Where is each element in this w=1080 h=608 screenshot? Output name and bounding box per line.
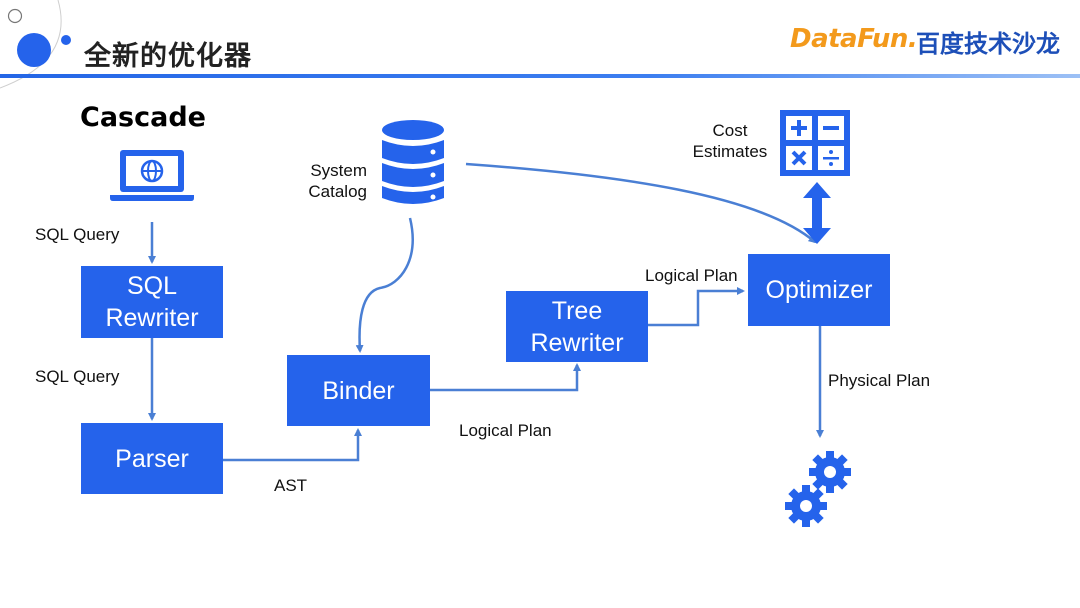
- node-binder-label: Binder: [322, 376, 395, 405]
- node-optimizer-label: Optimizer: [765, 276, 873, 304]
- label-system: System: [310, 161, 367, 180]
- node-parser-label: Parser: [115, 444, 189, 473]
- edge-binder-to-tree-rewriter: [430, 363, 581, 392]
- node-tree-rewriter-line1: Tree: [551, 296, 603, 325]
- node-sql-rewriter: SQL Rewriter: [81, 266, 223, 338]
- node-tree-rewriter-line2: Rewriter: [530, 328, 624, 357]
- label-cost-estimates: Cost Estimates: [688, 120, 772, 162]
- edge-cost-optimizer-bidirectional: [803, 182, 831, 244]
- edge-catalog-to-optimizer: [465, 162, 817, 244]
- calculator-icon: [780, 110, 850, 176]
- label-system-catalog: System Catalog: [307, 160, 367, 202]
- database-icon: [382, 120, 444, 204]
- label-sql-query-2: SQL Query: [35, 367, 120, 386]
- node-binder: Binder: [287, 355, 430, 426]
- edge-catalog-to-binder: [355, 217, 414, 353]
- edge-parser-to-binder: [223, 428, 362, 462]
- label-logical-plan-2: Logical Plan: [645, 266, 738, 285]
- decorative-ring: [7, 8, 23, 24]
- datafun-logo: DataFun.: [790, 24, 918, 54]
- decorative-arc: [0, 0, 62, 89]
- label-physical-plan: Physical Plan: [828, 371, 931, 390]
- label-logical-plan-1: Logical Plan: [459, 421, 552, 440]
- decorative-dot-large: [17, 33, 51, 67]
- label-cost: Cost: [712, 121, 748, 140]
- baidu-salon-logo: 百度技术沙龙: [916, 30, 1060, 58]
- diagram-heading: Cascade: [80, 102, 206, 133]
- node-sql-rewriter-line2: Rewriter: [105, 304, 199, 332]
- node-sql-rewriter-line1: SQL: [126, 272, 178, 300]
- edge-tree-rewriter-to-optimizer: [647, 287, 745, 327]
- page-title: 全新的优化器: [84, 41, 252, 72]
- node-parser: Parser: [81, 423, 223, 494]
- header-divider: [0, 74, 1080, 78]
- label-ast: AST: [274, 476, 308, 495]
- laptop-globe-icon: [110, 150, 194, 201]
- label-catalog: Catalog: [308, 182, 367, 201]
- gears-icon: [785, 451, 851, 527]
- label-sql-query-1: SQL Query: [35, 225, 120, 244]
- decorative-dot-small: [61, 35, 71, 45]
- label-estimates: Estimates: [692, 142, 768, 161]
- node-optimizer: Optimizer: [748, 254, 890, 326]
- node-tree-rewriter: Tree Rewriter: [506, 291, 648, 362]
